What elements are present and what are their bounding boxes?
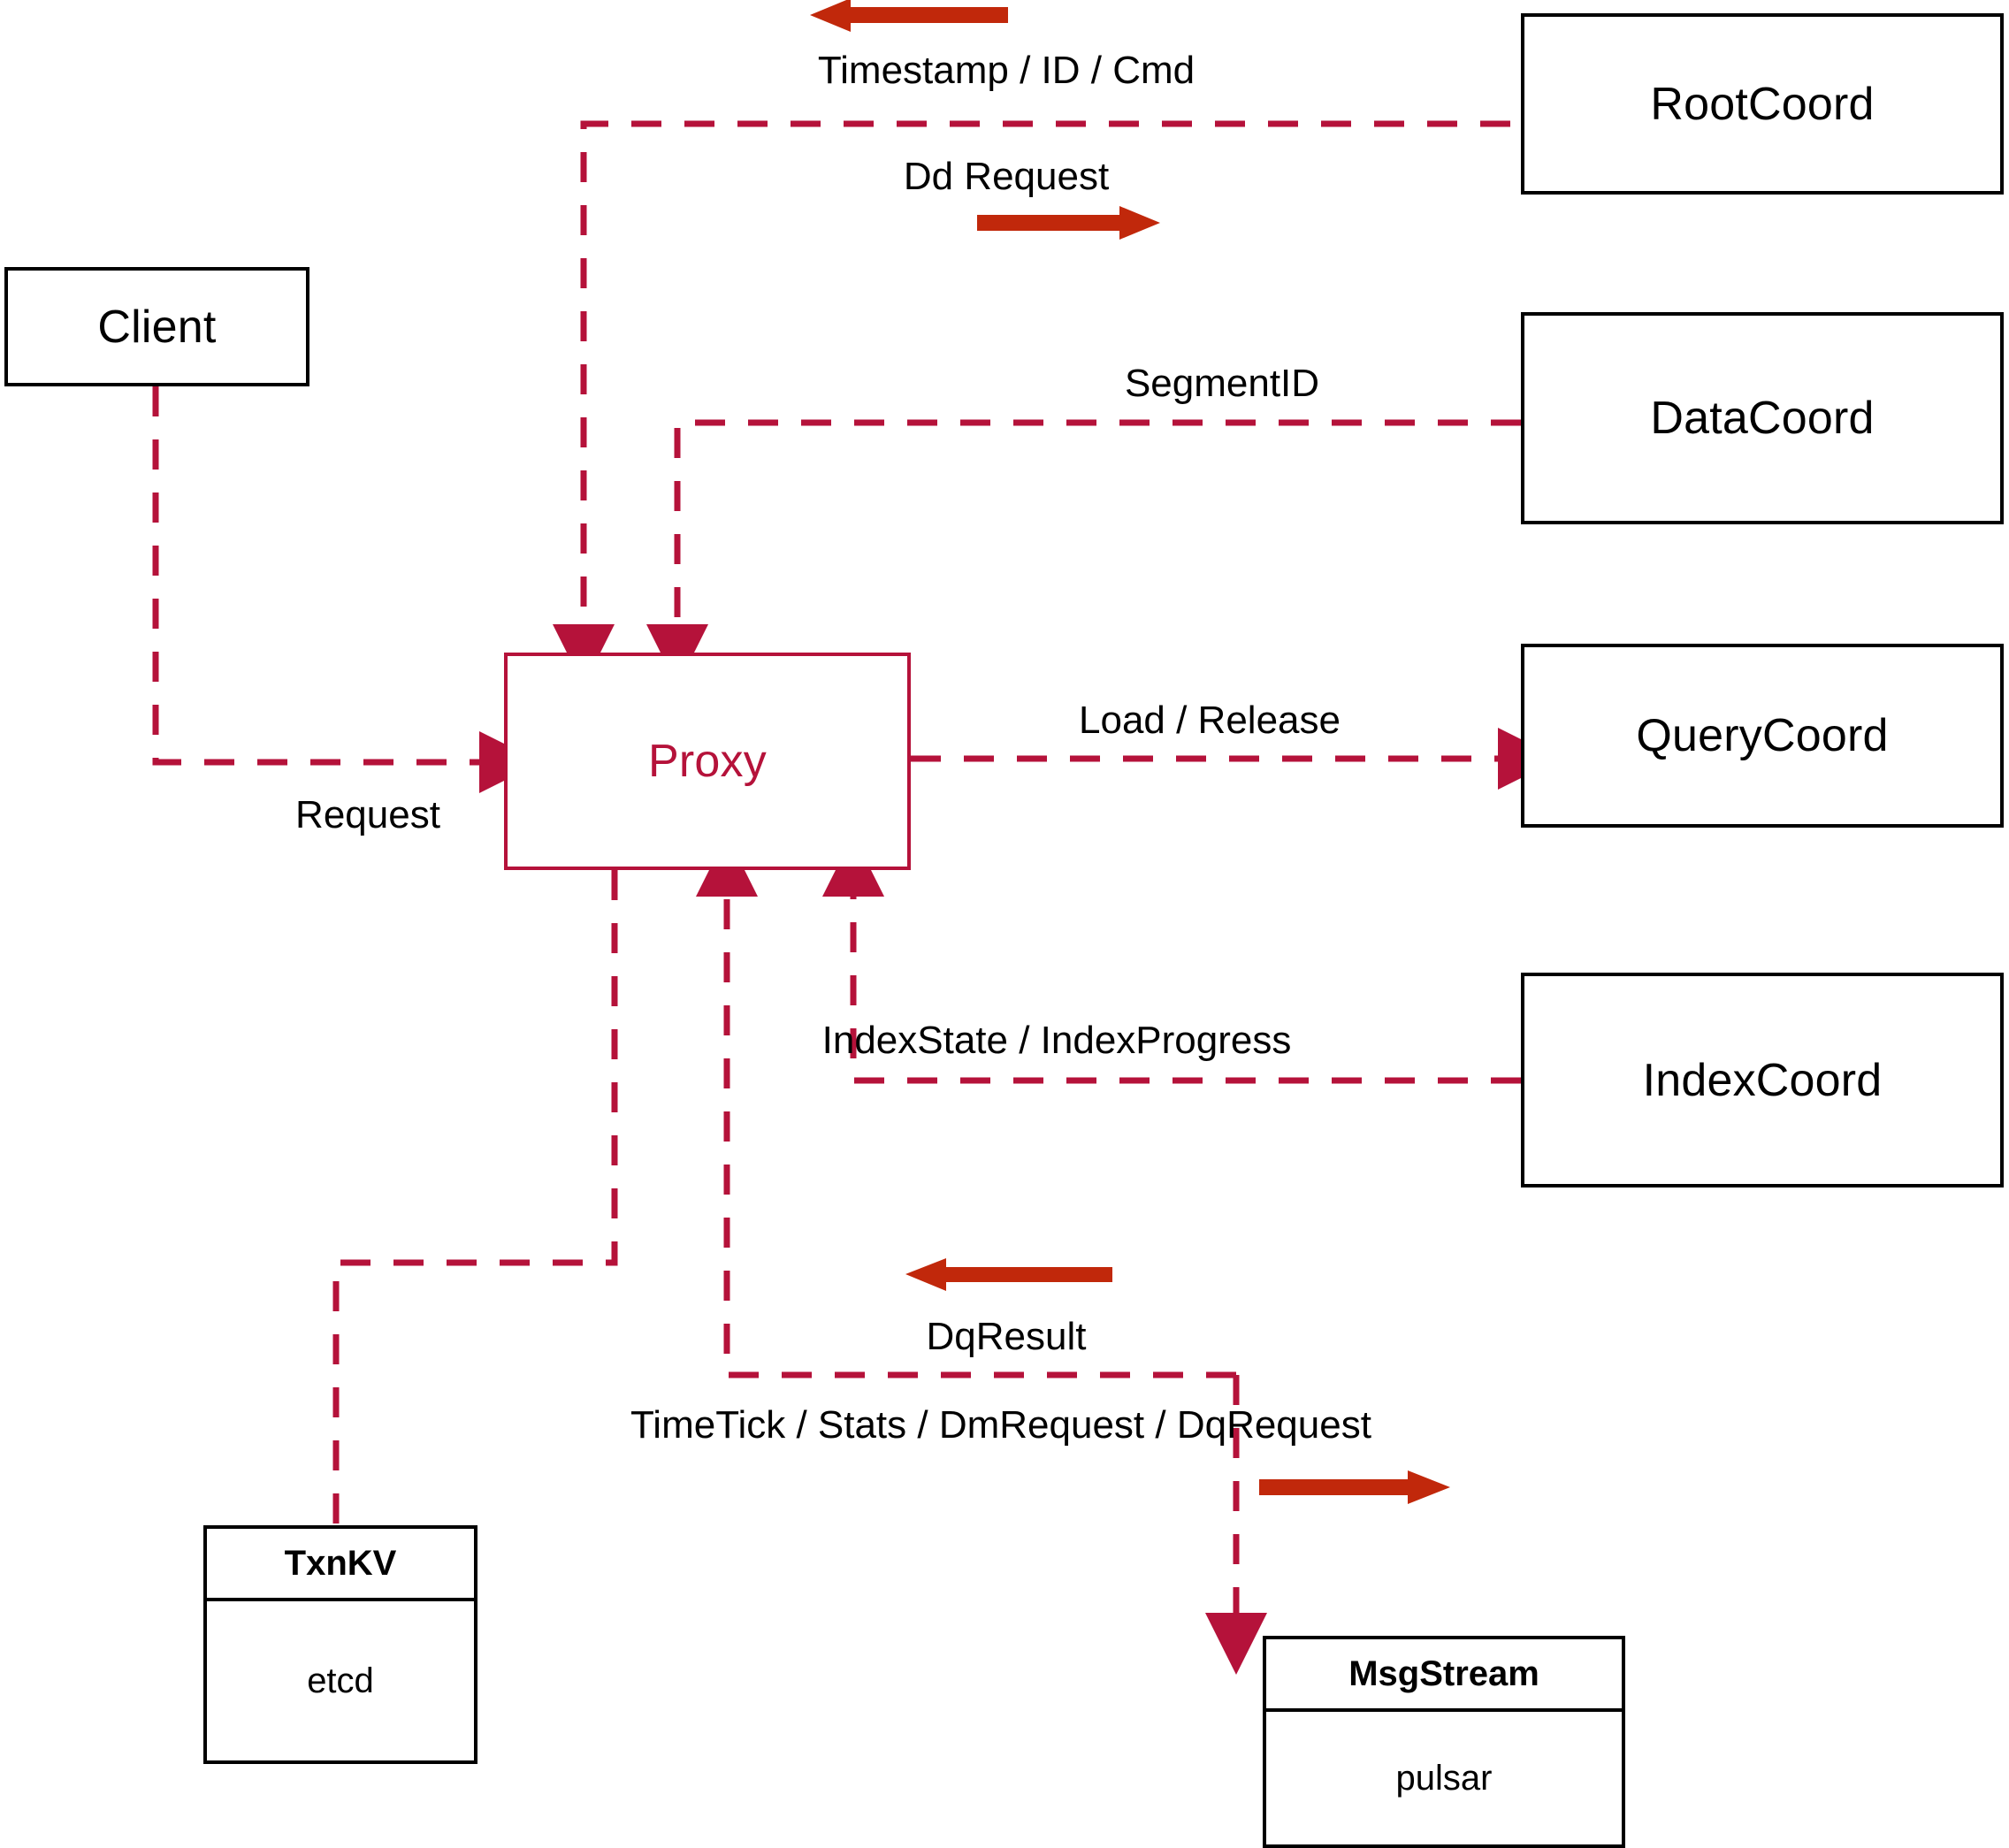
store-txnkv-title: TxnKV (284, 1543, 397, 1583)
store-msgstream-impl: pulsar (1395, 1758, 1493, 1798)
node-indexcoord-label: IndexCoord (1642, 1054, 1883, 1106)
direction-arrow-dqresult-left (905, 1258, 1112, 1291)
direction-arrow-dd-request-right (977, 206, 1160, 240)
store-txnkv-header: TxnKV (207, 1529, 474, 1601)
edge-proxy-rootcoord-out (553, 120, 1510, 686)
node-client-label: Client (97, 301, 217, 353)
node-proxy[interactable]: Proxy (504, 653, 911, 870)
edge-label-request: Request (295, 793, 440, 836)
edge-indexcoord-proxy (822, 835, 1521, 1084)
edge-msgstream-proxy (696, 835, 1236, 1378)
node-proxy-label: Proxy (648, 736, 767, 787)
edge-label-indexstate-indexprogress: IndexState / IndexProgress (821, 1019, 1292, 1062)
direction-arrow-timestamp-left (810, 0, 1008, 32)
store-msgstream-title: MsgStream (1348, 1653, 1539, 1693)
edge-client-to-proxy (152, 386, 541, 793)
edge-label-timetick-stats-dmrequest-dqrequest: TimeTick / Stats / DmRequest / DqRequest (630, 1403, 1371, 1447)
edge-label-load-release: Load / Release (1079, 699, 1341, 742)
store-msgstream-header: MsgStream (1266, 1639, 1622, 1712)
direction-arrow-timetick-right (1259, 1470, 1450, 1504)
store-msgstream-body: pulsar (1266, 1712, 1622, 1844)
edge-datacoord-proxy (646, 419, 1521, 686)
node-datacoord[interactable]: DataCoord (1521, 312, 2004, 524)
node-datacoord-label: DataCoord (1650, 393, 1875, 444)
node-querycoord[interactable]: QueryCoord (1521, 644, 2004, 828)
node-indexcoord[interactable]: IndexCoord (1521, 973, 2004, 1187)
store-txnkv-impl: etcd (307, 1661, 374, 1700)
edge-proxy-txnkv (332, 870, 618, 1525)
store-msgstream[interactable]: MsgStream pulsar (1263, 1636, 1625, 1848)
edge-label-segmentid: SegmentID (1124, 362, 1320, 405)
node-rootcoord-label: RootCoord (1650, 78, 1875, 130)
node-rootcoord[interactable]: RootCoord (1521, 13, 2004, 195)
store-txnkv[interactable]: TxnKV etcd (203, 1525, 477, 1764)
edge-label-dd-request: Dd Request (903, 155, 1110, 198)
node-client[interactable]: Client (4, 267, 309, 386)
store-txnkv-body: etcd (207, 1601, 474, 1760)
edge-label-dqresult: DqResult (926, 1315, 1087, 1358)
node-querycoord-label: QueryCoord (1636, 710, 1889, 761)
edge-label-timestamp-id-cmd: Timestamp / ID / Cmd (817, 49, 1195, 92)
